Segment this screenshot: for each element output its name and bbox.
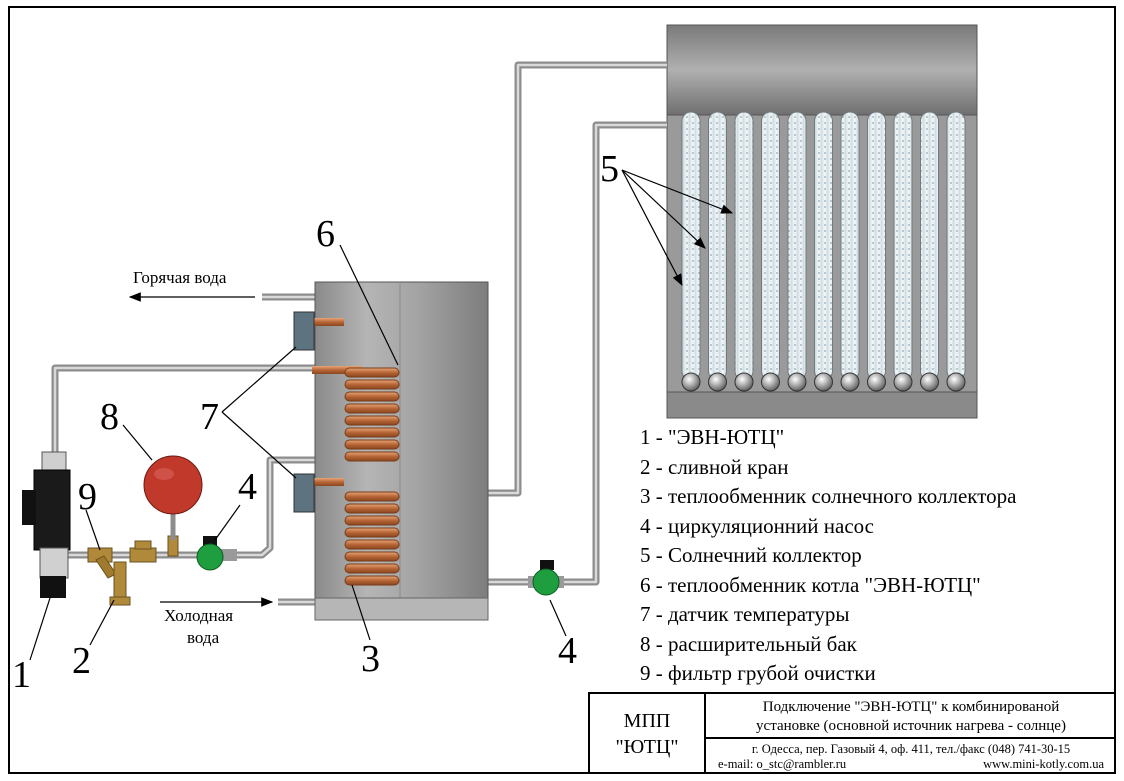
coil-turn: [344, 367, 400, 378]
legend-item: 3 - теплообменник солнечного коллектора: [640, 484, 1017, 508]
legend-item: 8 - расширительный бак: [640, 631, 857, 656]
leader-6: [339, 244, 399, 366]
temperature-sensor-upper: [293, 311, 315, 351]
drawing-title-line1: Подключение "ЭВН-ЮТЦ" к комбинированой: [762, 699, 1060, 715]
electric-boiler: [22, 451, 71, 598]
coil-turn: [344, 503, 400, 514]
title-block: МПП "ЮТЦ" Подключение "ЭВН-ЮТЦ" к комбин…: [588, 692, 1116, 774]
hot-water-label: Горячая вода: [133, 268, 227, 287]
leader-4b: [549, 599, 567, 637]
legend-item: 2 - сливной кран: [640, 454, 789, 479]
website: www.mini-kotly.com.ua: [983, 757, 1104, 771]
tube-end-cap: [920, 372, 939, 392]
solar-collector: [666, 24, 978, 419]
tube-end-cap: [787, 372, 807, 392]
address: г. Одесса, пер. Газовый 4, оф. 411, тел.…: [751, 742, 1071, 756]
tube-end-cap: [761, 372, 780, 392]
expansion-tank: [143, 455, 203, 540]
tube-end-cap: [734, 372, 754, 392]
leader-5c: [621, 169, 683, 287]
coil-turn: [344, 391, 400, 402]
tube-end-cap: [814, 372, 833, 392]
leader-7b: [221, 411, 297, 479]
tube-end-cap: [840, 372, 860, 392]
tube-end-cap: [708, 372, 727, 392]
legend-item: 4 - циркуляционний насос: [640, 513, 874, 538]
label-number-2: 2: [72, 640, 91, 682]
label-number-4-right: 4: [558, 630, 577, 672]
coil-turn: [344, 427, 400, 438]
label-number-8: 8: [100, 396, 119, 438]
solar-heat-exchanger: [312, 478, 400, 586]
organization-line1: МПП: [623, 710, 671, 732]
leader-8: [122, 424, 153, 461]
leader-5a: [621, 169, 734, 214]
coil-turn: [344, 451, 400, 462]
leader-3: [351, 584, 371, 641]
organization-cell: МПП "ЮТЦ": [590, 694, 706, 774]
legend-item: 6 - теплообменник котла "ЭВН-ЮТЦ": [640, 572, 981, 597]
drawing-title-cell: Подключение "ЭВН-ЮТЦ" к комбинированой у…: [706, 694, 1116, 739]
label-number-1: 1: [12, 654, 31, 696]
coil-turn: [344, 575, 400, 586]
email: e-mail: o_stc@rambler.ru: [718, 757, 847, 771]
leader-7a: [221, 346, 297, 413]
legend-item: 9 - фильтр грубой очистки: [640, 661, 876, 685]
coil-turn: [344, 403, 400, 414]
label-number-7: 7: [200, 396, 219, 438]
drawing-title-line2: установке (основной источник нагрева - с…: [756, 718, 1066, 734]
coil-turn: [344, 527, 400, 538]
label-number-3: 3: [361, 638, 380, 680]
legend-item: 7 - датчик температуры: [640, 602, 850, 626]
legend-item: 1 - "ЭВН-ЮТЦ": [640, 425, 785, 449]
storage-tank: [314, 281, 489, 621]
boiler-heat-exchanger: [312, 318, 400, 462]
circulation-pump-left: [196, 536, 237, 571]
leader-2: [89, 599, 115, 646]
label-number-4-left: 4: [238, 466, 257, 508]
label-number-6: 6: [316, 213, 335, 255]
organization-line2: "ЮТЦ": [615, 736, 679, 758]
tube-end-cap: [681, 372, 701, 392]
cold-water-label-line2: вода: [187, 628, 220, 647]
contacts-cell: г. Одесса, пер. Газовый 4, оф. 411, тел.…: [706, 739, 1116, 777]
coil-turn: [344, 491, 400, 502]
legend: 1 - "ЭВН-ЮТЦ" 2 - сливной кран 3 - тепло…: [640, 423, 1120, 689]
coil-turn: [344, 539, 400, 550]
leader-4a: [214, 504, 241, 541]
leader-1: [29, 597, 51, 661]
temperature-sensor-lower: [293, 473, 315, 513]
circulation-pump-right: [528, 560, 564, 596]
leader-9: [85, 509, 101, 551]
coil-turn: [344, 563, 400, 574]
label-number-5: 5: [600, 148, 619, 190]
coil-turn: [344, 551, 400, 562]
drawing-frame: [8, 6, 1116, 774]
drain-valve: [109, 561, 131, 606]
cold-water-label-line1: Холодная: [164, 606, 234, 625]
fitting-tee: [129, 535, 179, 563]
coil-turn: [344, 515, 400, 526]
coil-turn: [344, 379, 400, 390]
tube-end-cap: [946, 372, 966, 392]
coil-turn: [344, 415, 400, 426]
tube-end-cap: [893, 372, 913, 392]
leader-5b: [621, 169, 706, 249]
coil-turn: [344, 439, 400, 450]
label-number-9: 9: [78, 476, 97, 518]
tube-end-cap: [867, 372, 886, 392]
coarse-filter: [87, 547, 117, 579]
legend-item: 5 - Солнечний коллектор: [640, 543, 862, 567]
